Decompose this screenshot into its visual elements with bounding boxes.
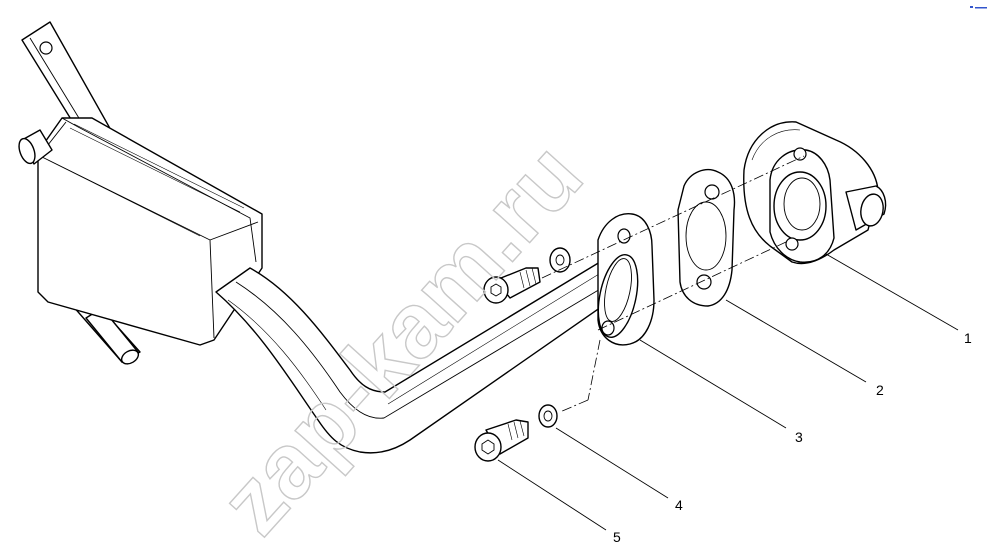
- corner-mark-icon: [970, 6, 987, 9]
- callout-5: 5: [613, 529, 621, 545]
- leader-lines: [497, 253, 959, 531]
- callout-4: 4: [675, 497, 683, 513]
- gasket-part-2: [677, 168, 736, 307]
- bolt-upper: [483, 267, 541, 304]
- exhaust-pipe: [215, 249, 641, 454]
- bolt-part-5: [474, 419, 529, 462]
- pipe-flange-part-3: [597, 213, 655, 346]
- washer-upper: [549, 247, 571, 273]
- callout-3: 3: [795, 429, 803, 445]
- callout-2: 2: [876, 382, 884, 398]
- manifold-elbow-part-1: [743, 121, 887, 265]
- callout-1: 1: [964, 330, 972, 346]
- washer-part-4: [538, 404, 558, 428]
- center-lines: [541, 155, 805, 413]
- silencer-body: [18, 117, 263, 346]
